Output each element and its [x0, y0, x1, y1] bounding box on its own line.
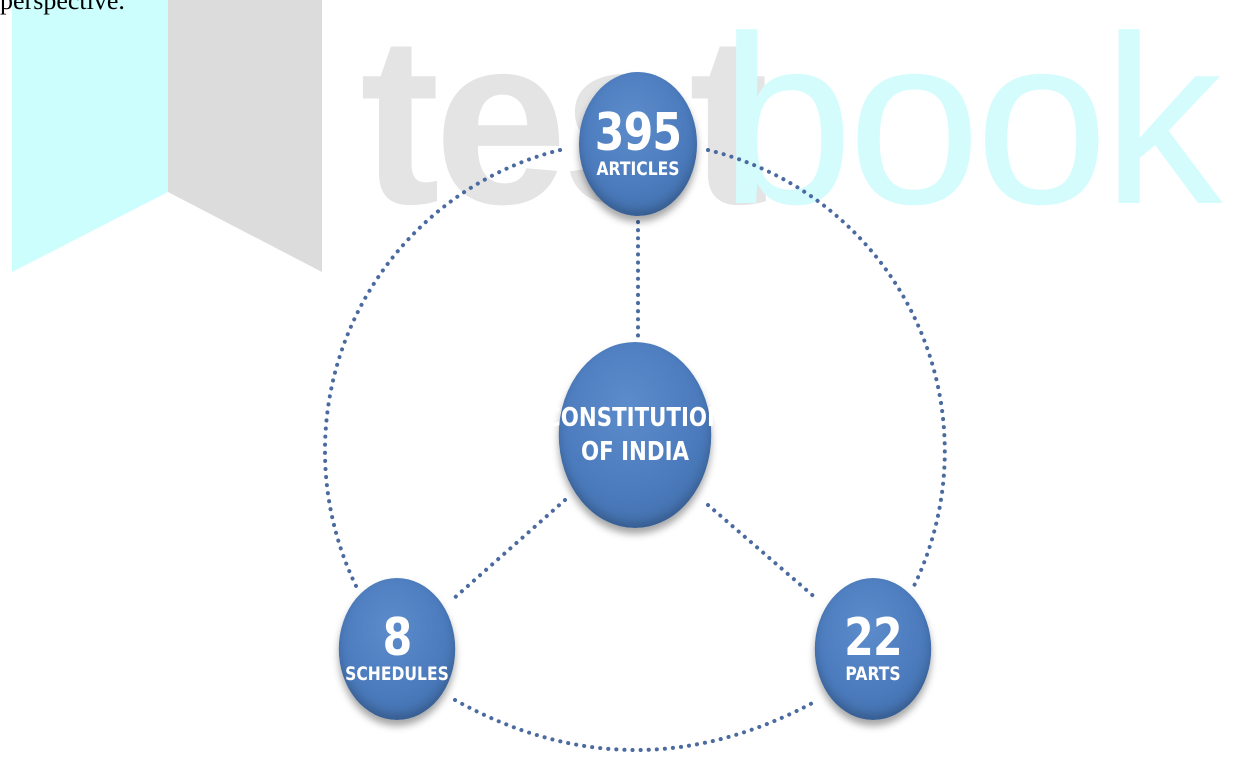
watermark-word-book: book: [720, 0, 1222, 254]
center-label-line-2: OF INDIA: [580, 437, 690, 467]
node-constitution-of-india: CONSTITUTION OF INDIA: [545, 342, 725, 528]
spoke-to-schedules: [450, 498, 567, 602]
parts-count: 22: [844, 608, 903, 668]
spoke-to-parts: [706, 503, 820, 602]
partial-text-line: perspective.: [0, 0, 125, 15]
node-articles: 395 ARTICLES: [578, 72, 698, 216]
parts-label: PARTS: [845, 663, 901, 685]
watermark-word-test: test: [360, 0, 769, 254]
node-schedules: 8 SCHEDULES: [338, 578, 456, 720]
schedules-count: 8: [382, 608, 413, 668]
center-label-line-1: CONSTITUTION: [545, 403, 725, 433]
ring-arc-bottom: [453, 698, 820, 752]
articles-count: 395: [594, 103, 682, 163]
testbook-watermark: test book: [0, 0, 1258, 300]
watermark-logo-mark: [12, 0, 322, 272]
ring-arc-top-left: [322, 148, 562, 592]
node-parts: 22 PARTS: [814, 578, 932, 720]
articles-label: ARTICLES: [596, 158, 680, 180]
ring-arc-top-right: [706, 148, 947, 592]
schedules-label: SCHEDULES: [345, 663, 449, 685]
